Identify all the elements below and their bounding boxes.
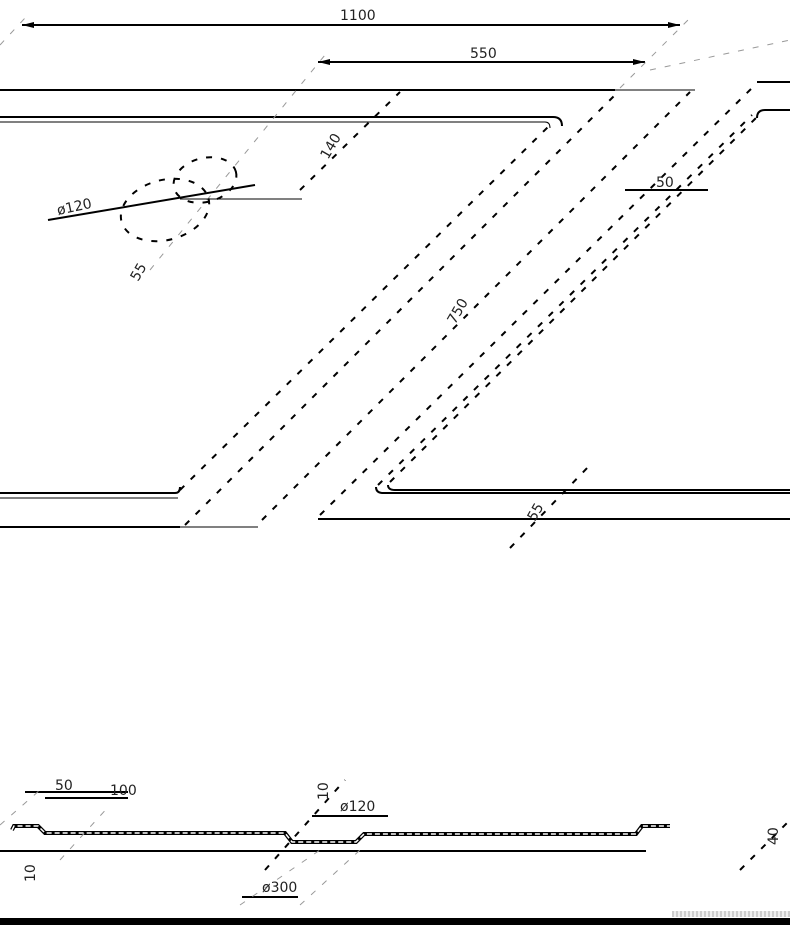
right-inner-rim-bottom [387,484,790,491]
right-inner-rim [756,109,790,119]
dim-label-drain-diameter-section: ø120 [340,799,375,815]
arrow-head [318,59,330,65]
projection-line [184,94,616,526]
inner-rim-top-2 [0,121,551,129]
dim-label-550: 550 [470,46,497,62]
dim-label-ledge: 100 [110,783,137,799]
plan-view: 1100 550 [0,8,790,549]
projection-line [319,84,756,516]
projection-line [0,789,41,826]
dim-label-step: 50 [55,778,73,794]
projection-line [619,17,691,89]
inner-rim-top [0,116,563,127]
projection-line [377,114,753,486]
projection-line [59,804,111,861]
projection-line [389,111,763,483]
projection-line [264,779,346,871]
projection-line [0,17,26,46]
scrollbar-track[interactable] [672,911,790,917]
dim-label-drain-span: ø300 [262,880,297,896]
inner-rim-bottom [0,486,181,494]
projection-line [179,124,551,491]
bottom-border [0,918,790,925]
dim-label-drain-offset: 55 [128,261,151,284]
arrow-head [633,59,645,65]
right-inner-rim-bottom-2 [375,486,790,494]
dim-label-height-right: 40 [766,827,782,845]
projection-line [509,464,591,549]
dim-label-1100: 1100 [340,8,376,24]
section-view: 50 100 10 10 ø120 ø300 40 [0,778,790,906]
dim-label-rim: 50 [656,175,674,191]
projection-line [299,849,361,906]
dim-label-bottom-offset: 55 [525,501,548,524]
dim-label-drain-diameter: ø120 [56,196,94,219]
dim-label-thickness-drain: 10 [316,782,332,800]
dim-label-750: 750 [445,296,472,327]
drain-symbol [47,156,302,243]
arrow-head [668,22,680,28]
dim-label-top-offset: 140 [318,131,345,162]
projection-line [149,54,326,271]
projection-line [239,849,321,906]
projection-line [261,91,691,521]
projection-line [299,91,401,191]
arrow-head [22,22,34,28]
projection-line [739,819,790,871]
dim-label-thickness-left: 10 [23,864,39,882]
projection-line [649,39,790,71]
